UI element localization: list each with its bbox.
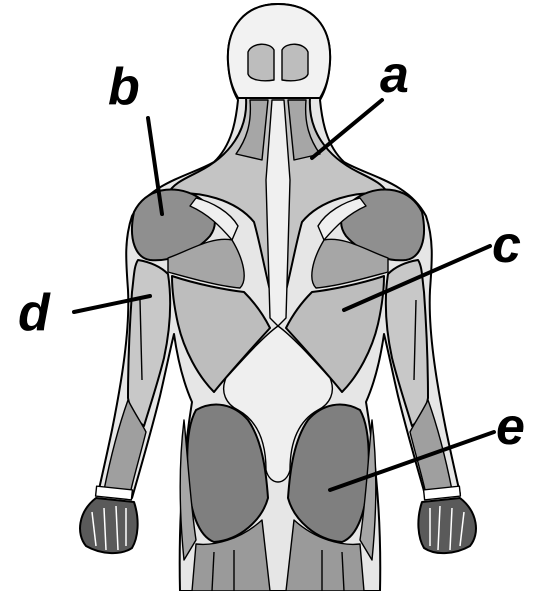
label-c: c: [492, 216, 521, 274]
spine-line: [266, 100, 290, 326]
label-b: b: [108, 58, 140, 116]
label-e: e: [496, 398, 525, 456]
head: [228, 4, 330, 98]
label-d: d: [18, 284, 51, 342]
triceps-left: [128, 260, 170, 426]
label-a: a: [380, 46, 409, 104]
occipital-left: [248, 44, 274, 81]
hand-right: [418, 498, 476, 553]
occipital-right: [282, 44, 308, 81]
hand-left: [80, 498, 138, 553]
triceps-right: [386, 260, 428, 426]
